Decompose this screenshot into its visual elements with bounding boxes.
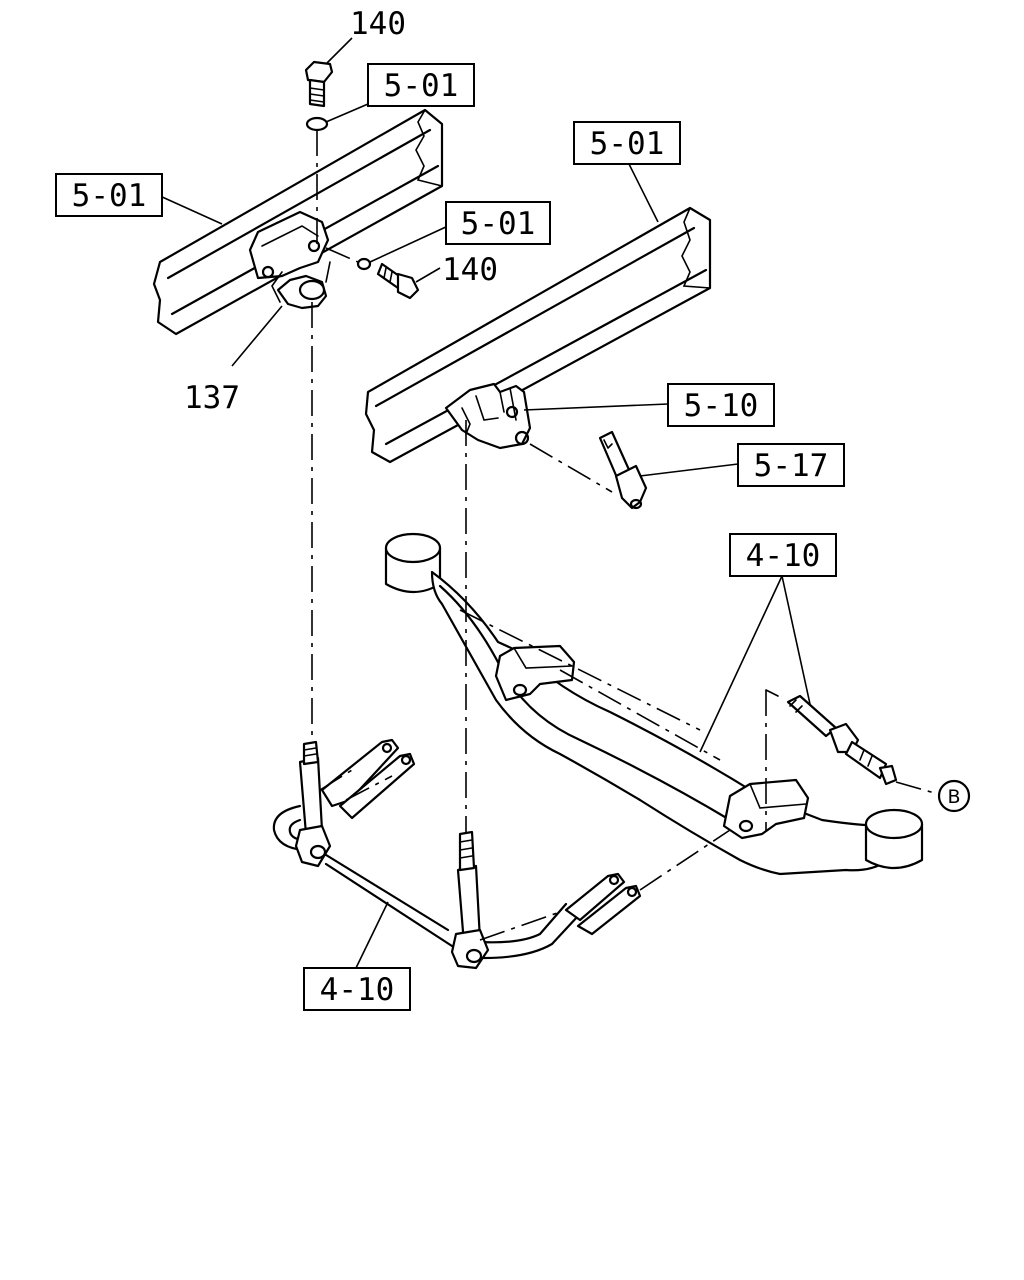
leader-5-17 bbox=[639, 463, 739, 477]
alignment-line-shock bbox=[529, 443, 613, 493]
leader-5-01-top bbox=[325, 103, 369, 123]
ref-label-5-01-mid: 5-01 bbox=[461, 206, 536, 242]
ref-label-5-10: 5-10 bbox=[684, 388, 759, 424]
callout-137: 137 bbox=[184, 380, 240, 416]
leader-5-01-right bbox=[627, 161, 659, 223]
leader-5-01-left bbox=[159, 195, 223, 225]
shock-absorber-5-17 bbox=[598, 430, 648, 510]
ref-label-5-01-right: 5-01 bbox=[590, 126, 665, 162]
circle-b bbox=[937, 779, 971, 813]
stabilizer-bar bbox=[272, 738, 731, 970]
ref-box-5-01-top bbox=[367, 63, 475, 107]
stud-b bbox=[786, 694, 898, 786]
axle-beam bbox=[384, 532, 924, 876]
leader-4-10-bottom bbox=[355, 901, 389, 969]
alignment-line-b-tick bbox=[765, 689, 779, 697]
ref-box-5-17 bbox=[737, 443, 845, 487]
alignment-line-bolt-right bbox=[325, 247, 359, 263]
leader-137 bbox=[231, 305, 283, 367]
leader-4-10-right-a bbox=[699, 575, 783, 753]
callout-140-right: 140 bbox=[442, 252, 498, 288]
callout-140-top: 140 bbox=[350, 6, 406, 42]
bracket-5-10 bbox=[444, 382, 532, 450]
ref-label-5-01-top: 5-01 bbox=[384, 68, 459, 104]
leader-5-10 bbox=[523, 403, 669, 411]
leader-140-right bbox=[415, 267, 441, 283]
ref-box-5-01-mid bbox=[445, 201, 551, 245]
ref-box-5-01-left bbox=[55, 173, 163, 217]
washer-top bbox=[305, 116, 329, 132]
leader-140-top bbox=[325, 37, 353, 65]
bracket-137 bbox=[248, 210, 331, 310]
leader-5-01-mid bbox=[369, 225, 449, 263]
ref-box-5-01-right bbox=[573, 121, 681, 165]
bolt-140-top bbox=[304, 60, 334, 108]
leader-4-10-right-b bbox=[781, 575, 811, 705]
ref-label-5-17: 5-17 bbox=[754, 448, 829, 484]
alignment-line-axle-upper bbox=[345, 775, 393, 801]
ref-box-4-10-bottom bbox=[303, 967, 411, 1011]
ref-box-5-10 bbox=[667, 383, 775, 427]
ref-label-5-01-left: 5-01 bbox=[72, 178, 147, 214]
stud-b-dash-link bbox=[895, 781, 939, 795]
bolt-140-right bbox=[356, 257, 420, 300]
ref-label-4-10-bottom: 4-10 bbox=[320, 972, 395, 1008]
right-frame-rail bbox=[364, 206, 712, 464]
circle-b-label: B bbox=[947, 786, 960, 808]
ref-box-4-10-right bbox=[729, 533, 837, 577]
ref-label-4-10-right: 4-10 bbox=[746, 538, 821, 574]
